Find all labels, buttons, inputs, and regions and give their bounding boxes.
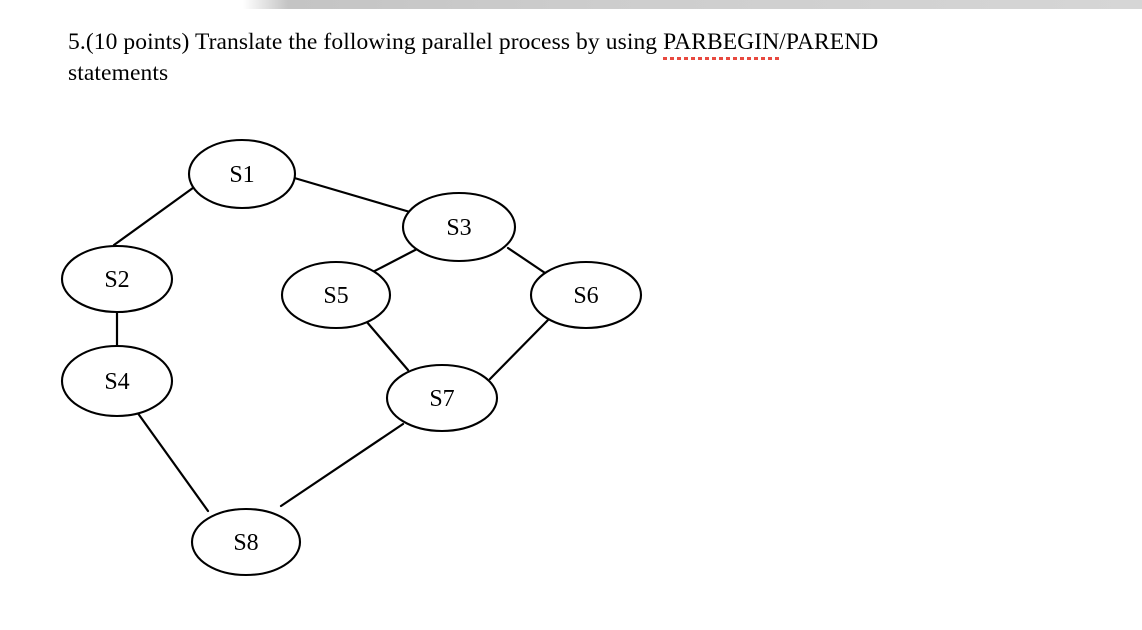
graph-edge-s6-s7 bbox=[488, 318, 550, 381]
graph-node-s2: S2 bbox=[60, 244, 174, 314]
graph-node-s4: S4 bbox=[60, 344, 174, 418]
node-ellipse-s6 bbox=[529, 260, 643, 330]
question-line-2: statements bbox=[68, 60, 169, 87]
misspelled-word-parbegin: PARBEGIN bbox=[663, 27, 780, 61]
node-label-s4: S4 bbox=[104, 369, 129, 395]
question-line-1-prefix: 5.(10 points) Translate the following pa… bbox=[68, 29, 664, 55]
graph-edge-s5-s7 bbox=[364, 319, 410, 372]
graph-edge-s1-s2 bbox=[112, 183, 199, 247]
graph-node-s6: S6 bbox=[529, 260, 643, 330]
graph-edge-s1-s3 bbox=[289, 175, 412, 214]
node-label-s8: S8 bbox=[233, 530, 258, 556]
graph-node-s5: S5 bbox=[280, 260, 392, 330]
graph-edge-s7-s8 bbox=[279, 422, 405, 508]
graph-node-s7: S7 bbox=[385, 363, 499, 433]
node-label-s3: S3 bbox=[446, 215, 471, 241]
graph-node-s8: S8 bbox=[190, 507, 302, 577]
node-ellipse-s7 bbox=[385, 363, 499, 433]
graph-edge-s4-s8 bbox=[135, 410, 210, 513]
scan-edge-gradient-bar bbox=[243, 0, 1142, 9]
node-label-s7: S7 bbox=[429, 386, 454, 412]
node-ellipse-s1 bbox=[187, 138, 297, 210]
node-label-s6: S6 bbox=[573, 283, 598, 309]
misspelled-word-text: PARBEGIN bbox=[663, 29, 780, 55]
spellcheck-underline bbox=[663, 57, 780, 61]
question-line-1: 5.(10 points) Translate the following pa… bbox=[68, 27, 1114, 61]
graph-edges bbox=[112, 175, 553, 513]
graph-node-s3: S3 bbox=[401, 191, 517, 263]
node-ellipse-s3 bbox=[401, 191, 517, 263]
node-ellipse-s4 bbox=[60, 344, 174, 418]
graph-node-s1: S1 bbox=[187, 138, 297, 210]
node-label-s5: S5 bbox=[323, 283, 348, 309]
node-ellipse-s5 bbox=[280, 260, 392, 330]
node-label-s2: S2 bbox=[104, 267, 129, 293]
graph-edge-s3-s6 bbox=[506, 246, 553, 279]
node-ellipse-s2 bbox=[60, 244, 174, 314]
node-label-s1: S1 bbox=[229, 162, 254, 188]
node-ellipse-s8 bbox=[190, 507, 302, 577]
question-line-1-suffix: /PAREND bbox=[779, 29, 879, 55]
question-text: 5.(10 points) Translate the following pa… bbox=[68, 27, 1114, 89]
